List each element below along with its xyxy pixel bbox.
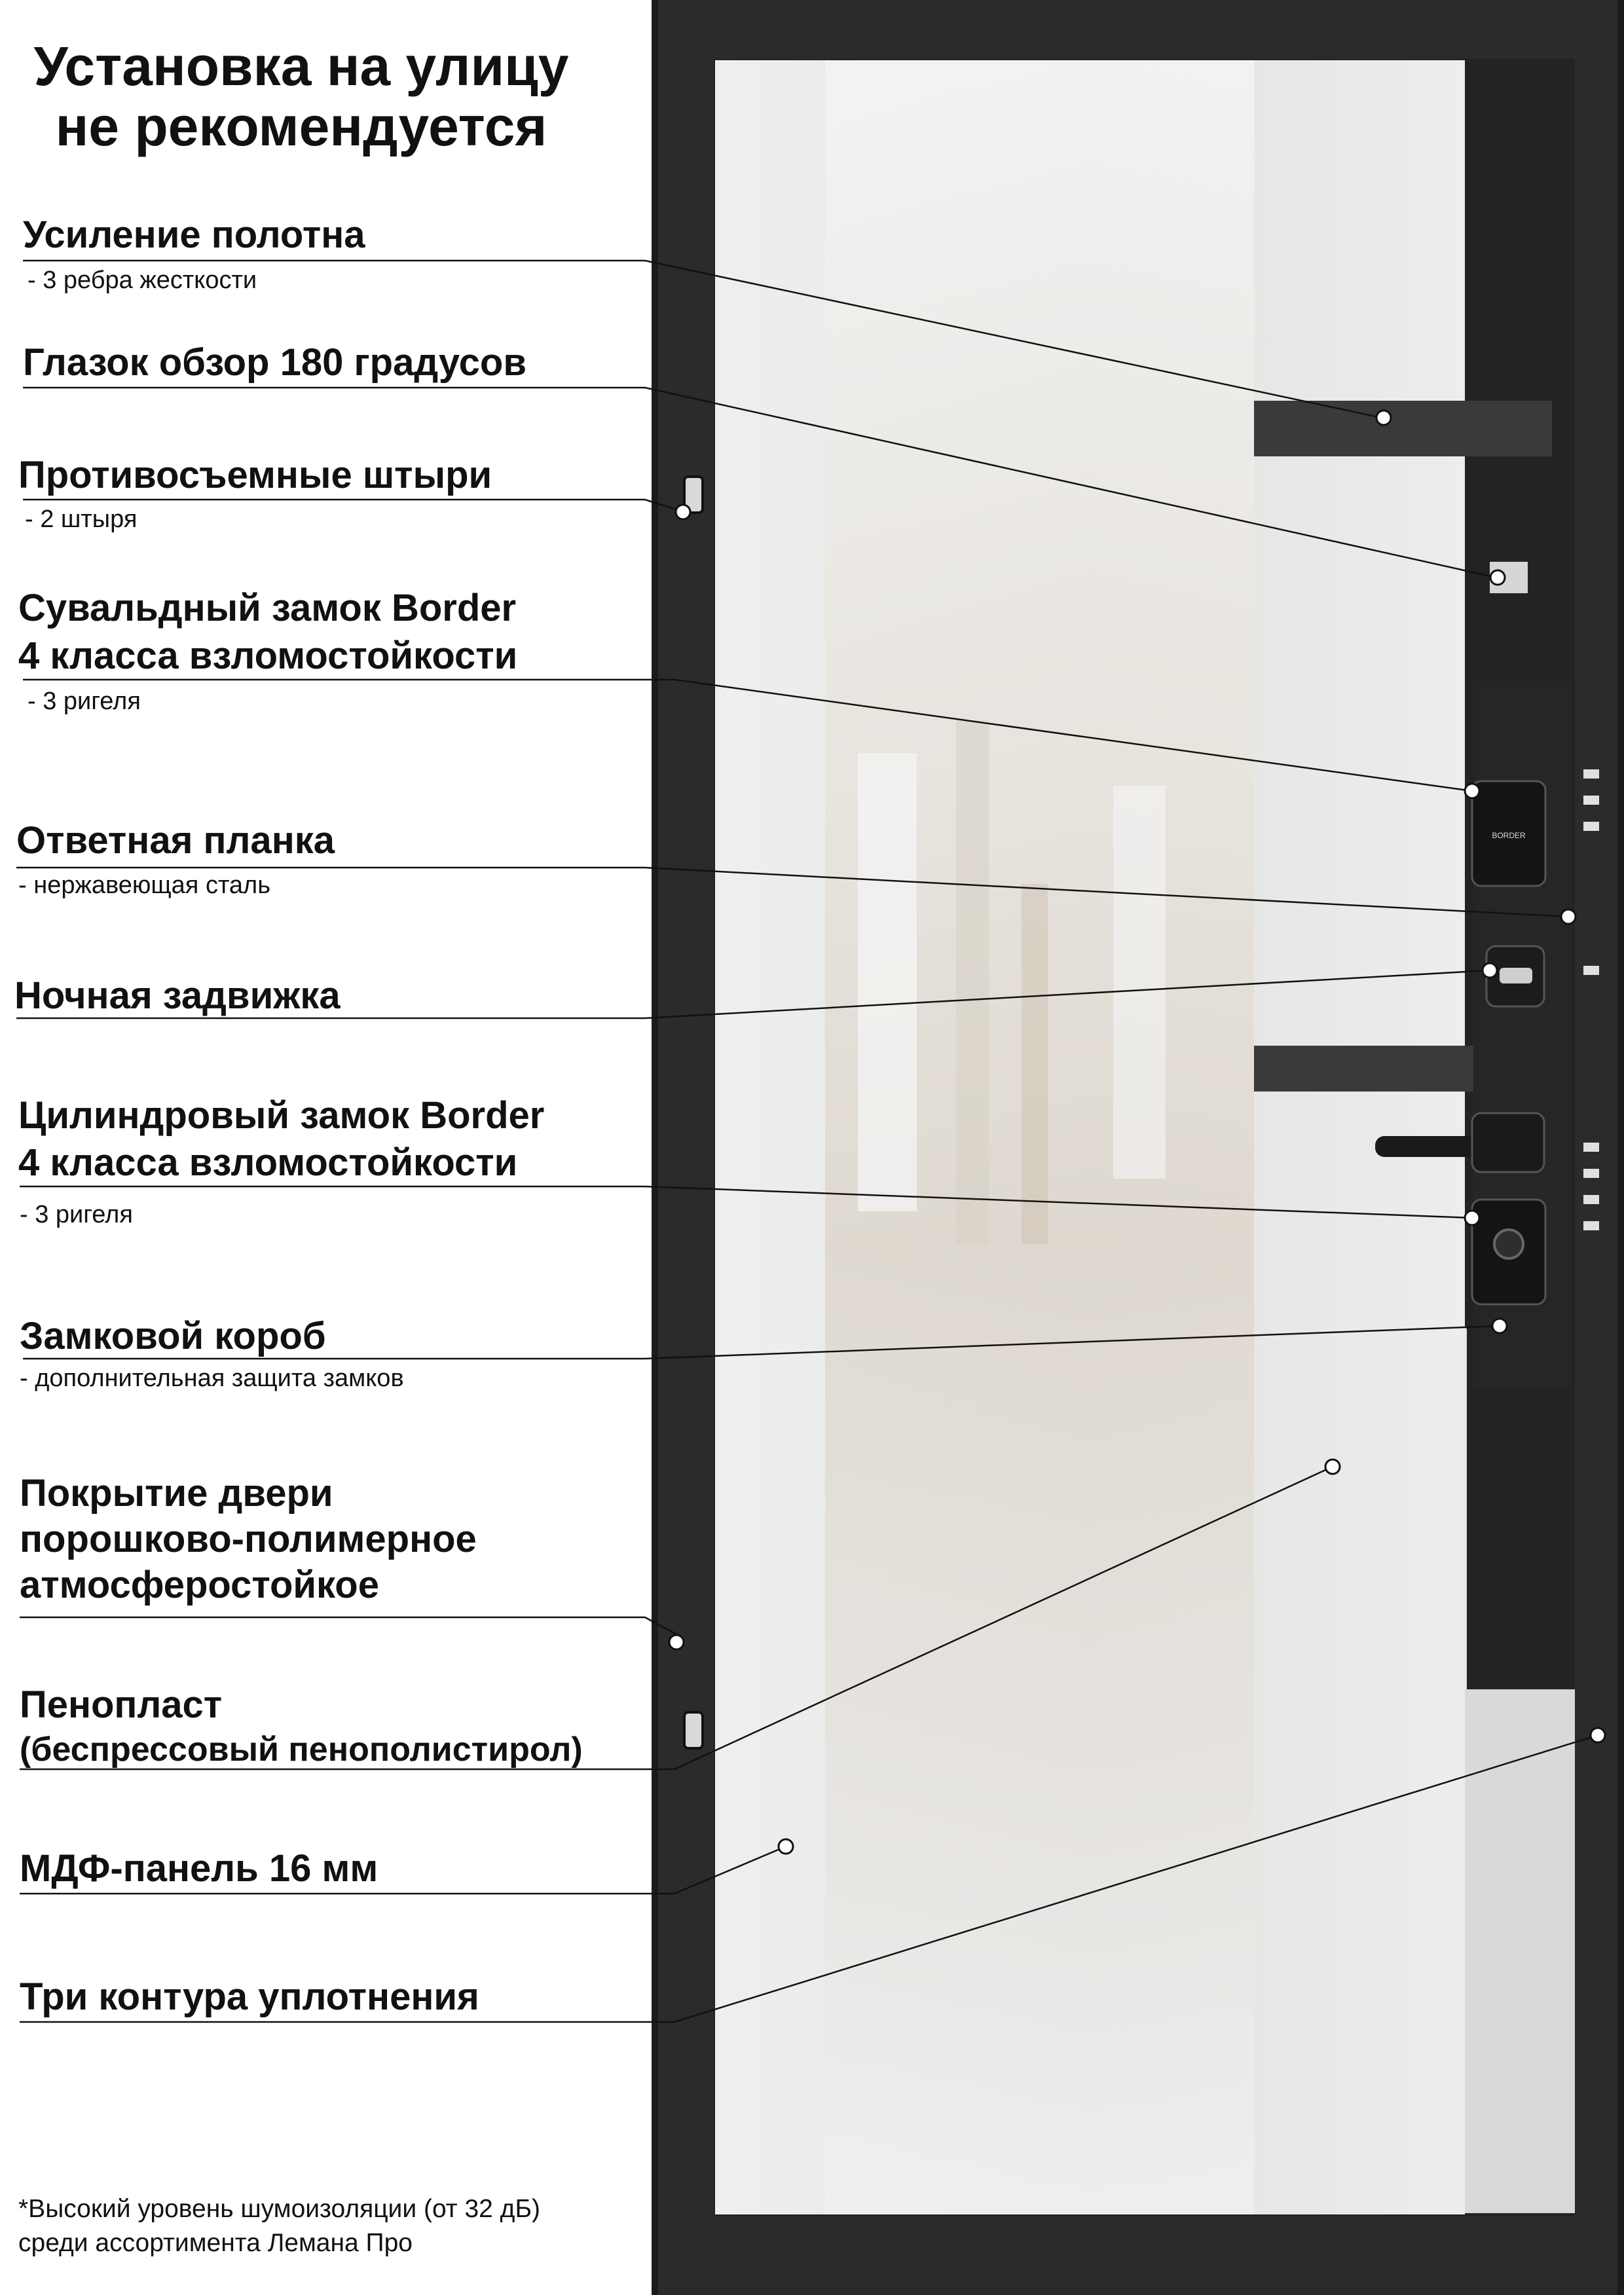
feature-title-anti-removal-pins: Противосъемные штыри [18, 454, 492, 496]
feature-subtitle-anti-removal-pins: - 2 штыря [25, 505, 138, 533]
feature-title-night-latch: Ночная задвижка [14, 974, 341, 1017]
feature-title-foam: Пенопласт [20, 1683, 223, 1726]
feature-title-coating-line2: порошково-полимерное [20, 1518, 477, 1560]
feature-subtitle-cylinder-lock: - 3 ригеля [20, 1201, 133, 1228]
warning-line-1: Установка на улицу [33, 35, 569, 97]
feature-title-foam-line2: (беспрессовый пенополистирол) [20, 1731, 583, 1769]
feature-subtitle-strike-plate: - нержавеющая сталь [18, 872, 271, 899]
feature-title-cylinder-lock: Цилиндровый замок Border [18, 1094, 545, 1137]
lever-lock-plate [1471, 780, 1547, 887]
warning-line-2: не рекомендуется [55, 96, 547, 157]
leader-lines [16, 259, 1598, 2023]
feature-title-lock-box: Замковой короб [20, 1315, 326, 1357]
callout-dots [668, 409, 1606, 1855]
feature-title-cylinder-lock-line2: 4 класса взломостойкости [18, 1141, 518, 1184]
footnote-line-2: среди ассортимента Лемана Про [18, 2229, 413, 2257]
feature-title-coating: Покрытие двери [20, 1472, 333, 1515]
feature-title-reinforcement: Усиление полотна [23, 213, 365, 256]
feature-title-lever-lock: Сувальдный замок Border [18, 587, 517, 629]
feature-title-mdf-panel: МДФ-панель 16 мм [20, 1847, 378, 1890]
feature-title-seal-contours: Три контура уплотнения [20, 1975, 479, 2018]
feature-subtitle-lock-box: - дополнительная защита замков [20, 1365, 404, 1392]
feature-title-coating-line3: атмосферостойкое [20, 1564, 379, 1606]
feature-title-lever-lock-line2: 4 класса взломостойкости [18, 634, 518, 677]
bolt-markers [1583, 769, 1599, 1230]
feature-title-peephole: Глазок обзор 180 градусов [23, 341, 527, 384]
anti-removal-pin [683, 475, 704, 514]
lock-brand-text: BORDER [1492, 831, 1526, 840]
installation-warning: Установка на улицу не рекомендуется [0, 36, 602, 156]
stiffener-rib [1254, 401, 1552, 456]
feature-title-strike-plate: Ответная планка [16, 819, 335, 862]
footnote: *Высокий уровень шумоизоляции (от 32 дБ)… [18, 2192, 540, 2260]
feature-subtitle-lever-lock: - 3 ригеля [28, 688, 141, 715]
anti-removal-pin [683, 1711, 704, 1750]
footnote-line-1: *Высокий уровень шумоизоляции (от 32 дБ) [18, 2195, 541, 2223]
feature-subtitle-reinforcement: - 3 ребра жесткости [28, 266, 257, 294]
